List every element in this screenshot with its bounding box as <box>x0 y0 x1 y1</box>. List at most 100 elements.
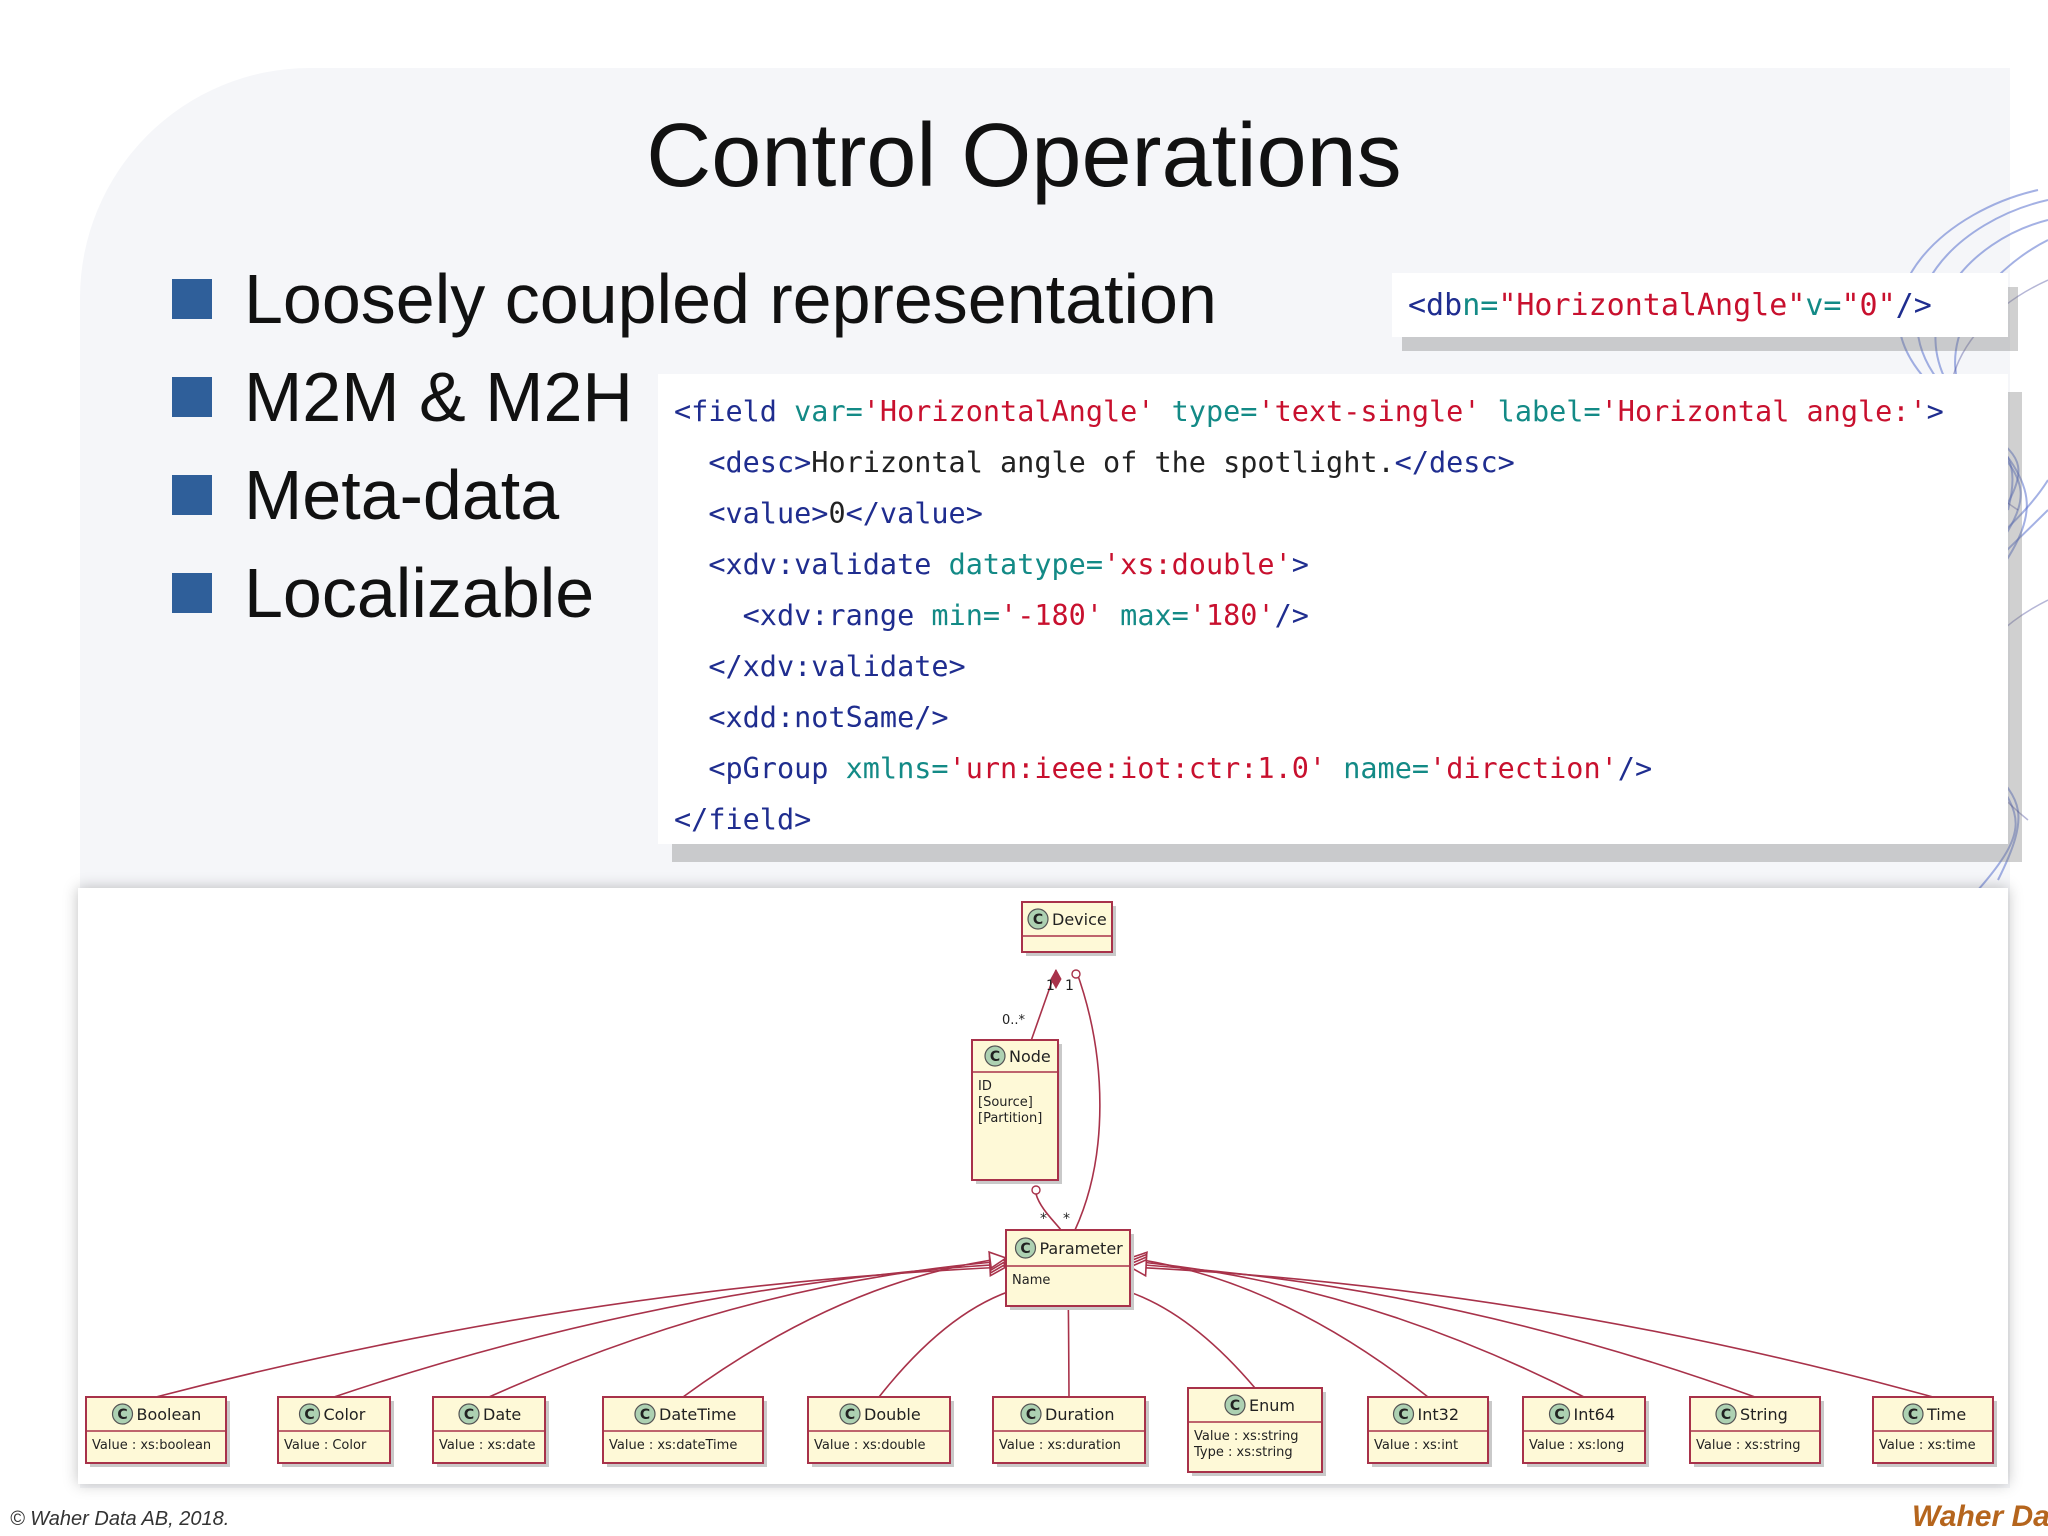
bullet-text: Loosely coupled representation <box>244 260 1217 338</box>
svg-text:C: C <box>117 1407 127 1423</box>
multiplicity-label: 1 <box>1065 978 1074 994</box>
bullet-square-icon <box>172 377 212 417</box>
class-stereotype-icon: C <box>1014 1237 1037 1259</box>
slide-title: Control Operations <box>646 106 1402 206</box>
bullet-text: M2M & M2H <box>244 358 633 436</box>
device-parameter-edge <box>1074 969 1101 1231</box>
bullet-item: Localizable <box>172 544 1217 642</box>
bullet-item: Meta-data <box>172 446 1217 544</box>
code-line: <xdv:validate datatype='xs:double'> <box>708 548 1309 581</box>
bullet-text: Meta-data <box>244 456 560 534</box>
bullet-square-icon <box>172 475 212 515</box>
class-stereotype-icon: C <box>839 1403 861 1425</box>
multiplicity-label: 1 <box>1046 978 1055 994</box>
class-name: Int64 <box>1574 1405 1616 1424</box>
field-code-snippet: <field var='HorizontalAngle' type='text-… <box>658 374 2008 844</box>
class-stereotype-icon: C <box>1715 1403 1737 1425</box>
class-attribute: Value : xs:string <box>1696 1438 1801 1453</box>
class-stereotype-icon: C <box>634 1403 656 1425</box>
class-attribute: Value : xs:boolean <box>92 1438 211 1453</box>
inheritance-edge <box>1129 1263 1756 1398</box>
bullet-item: Loosely coupled representation <box>172 250 1217 348</box>
bullet-square-icon <box>172 573 212 613</box>
svg-text:C: C <box>990 1049 1000 1065</box>
class-name: Device <box>1052 910 1107 929</box>
class-attribute: Value : xs:long <box>1529 1438 1624 1453</box>
inheritance-arrow-icon <box>1128 1258 1148 1278</box>
class-stereotype-icon: C <box>1224 1394 1246 1416</box>
class-name: Enum <box>1249 1396 1295 1415</box>
db-code-snippet: <db n="HorizontalAngle" v="0"/> <box>1392 273 2008 337</box>
code-line: <value>0</value> <box>708 497 983 530</box>
code-line: <pGroup xmlns='urn:ieee:iot:ctr:1.0' nam… <box>708 752 1653 785</box>
device-class-box: C Device <box>1021 901 1116 956</box>
class-attribute: Value : xs:date <box>439 1438 536 1453</box>
class-name: Time <box>1926 1405 1966 1424</box>
svg-text:C: C <box>1554 1407 1564 1423</box>
class-attribute: Name <box>1012 1273 1050 1288</box>
class-attribute: Value : xs:double <box>814 1438 926 1453</box>
inheritance-edge <box>1129 1260 1585 1398</box>
class-attribute: Value : Color <box>284 1438 367 1453</box>
composition-diamond-icon <box>1050 968 1062 990</box>
class-attribute: Value : xs:dateTime <box>609 1438 737 1453</box>
class-stereotype-icon: C <box>1548 1403 1571 1425</box>
code-line: </xdv:validate> <box>708 650 966 683</box>
aggregation-marker-icon <box>1031 1185 1041 1195</box>
svg-text:C: C <box>304 1407 314 1423</box>
class-name: Color <box>324 1405 366 1424</box>
class-name: Boolean <box>137 1405 202 1424</box>
class-stereotype-icon: C <box>1392 1403 1415 1425</box>
aggregation-marker-icon <box>1071 969 1081 979</box>
node-parameter-edge <box>1035 1193 1062 1231</box>
class-name: Int32 <box>1418 1405 1460 1424</box>
bullet-item: M2M & M2H <box>172 348 1217 446</box>
company-logo: Waher Data <box>1912 1500 2048 1533</box>
class-attribute: Value : xs:duration <box>999 1438 1121 1453</box>
svg-text:C: C <box>1908 1407 1918 1423</box>
inheritance-edge <box>155 1266 1007 1398</box>
class-stereotype-icon: C <box>458 1403 480 1425</box>
copyright-footer: © Waher Data AB, 2018. <box>10 1508 230 1530</box>
code-line: <desc>Horizontal angle of the spotlight.… <box>708 446 1515 479</box>
inheritance-edge <box>1129 1266 1934 1398</box>
bullet-square-icon <box>172 279 212 319</box>
svg-text:C: C <box>845 1407 855 1423</box>
class-attribute: [Partition] <box>978 1111 1042 1126</box>
class-attribute: Value : xs:time <box>1879 1438 1976 1453</box>
svg-text:C: C <box>1230 1398 1240 1414</box>
class-name: Double <box>864 1405 921 1424</box>
inheritance-edge <box>333 1263 1007 1398</box>
class-attribute: Value : xs:string <box>1194 1429 1299 1444</box>
class-stereotype-icon: C <box>984 1045 1006 1067</box>
class-name: String <box>1740 1405 1788 1424</box>
class-stereotype-icon: C <box>111 1403 134 1425</box>
class-attribute: [Source] <box>978 1095 1033 1110</box>
bullet-list: Loosely coupled representation M2M & M2H… <box>172 250 1217 642</box>
class-attribute: Value : xs:int <box>1374 1438 1458 1453</box>
code-line: <xdv:range min='-180' max='180'/> <box>742 599 1309 632</box>
class-stereotype-icon: C <box>298 1403 321 1425</box>
class-stereotype-icon: C <box>1020 1403 1042 1425</box>
inheritance-arrow-icon <box>988 1250 1008 1270</box>
class-attribute: Type : xs:string <box>1193 1445 1293 1460</box>
inheritance-edge <box>682 1257 1007 1398</box>
class-name: DateTime <box>659 1405 736 1424</box>
class-name: Date <box>483 1405 521 1424</box>
class-stereotype-icon: C <box>1027 908 1049 930</box>
code-line: <field var='HorizontalAngle' type='text-… <box>674 395 1944 428</box>
class-name: Duration <box>1045 1405 1115 1424</box>
svg-text:C: C <box>1033 912 1043 928</box>
